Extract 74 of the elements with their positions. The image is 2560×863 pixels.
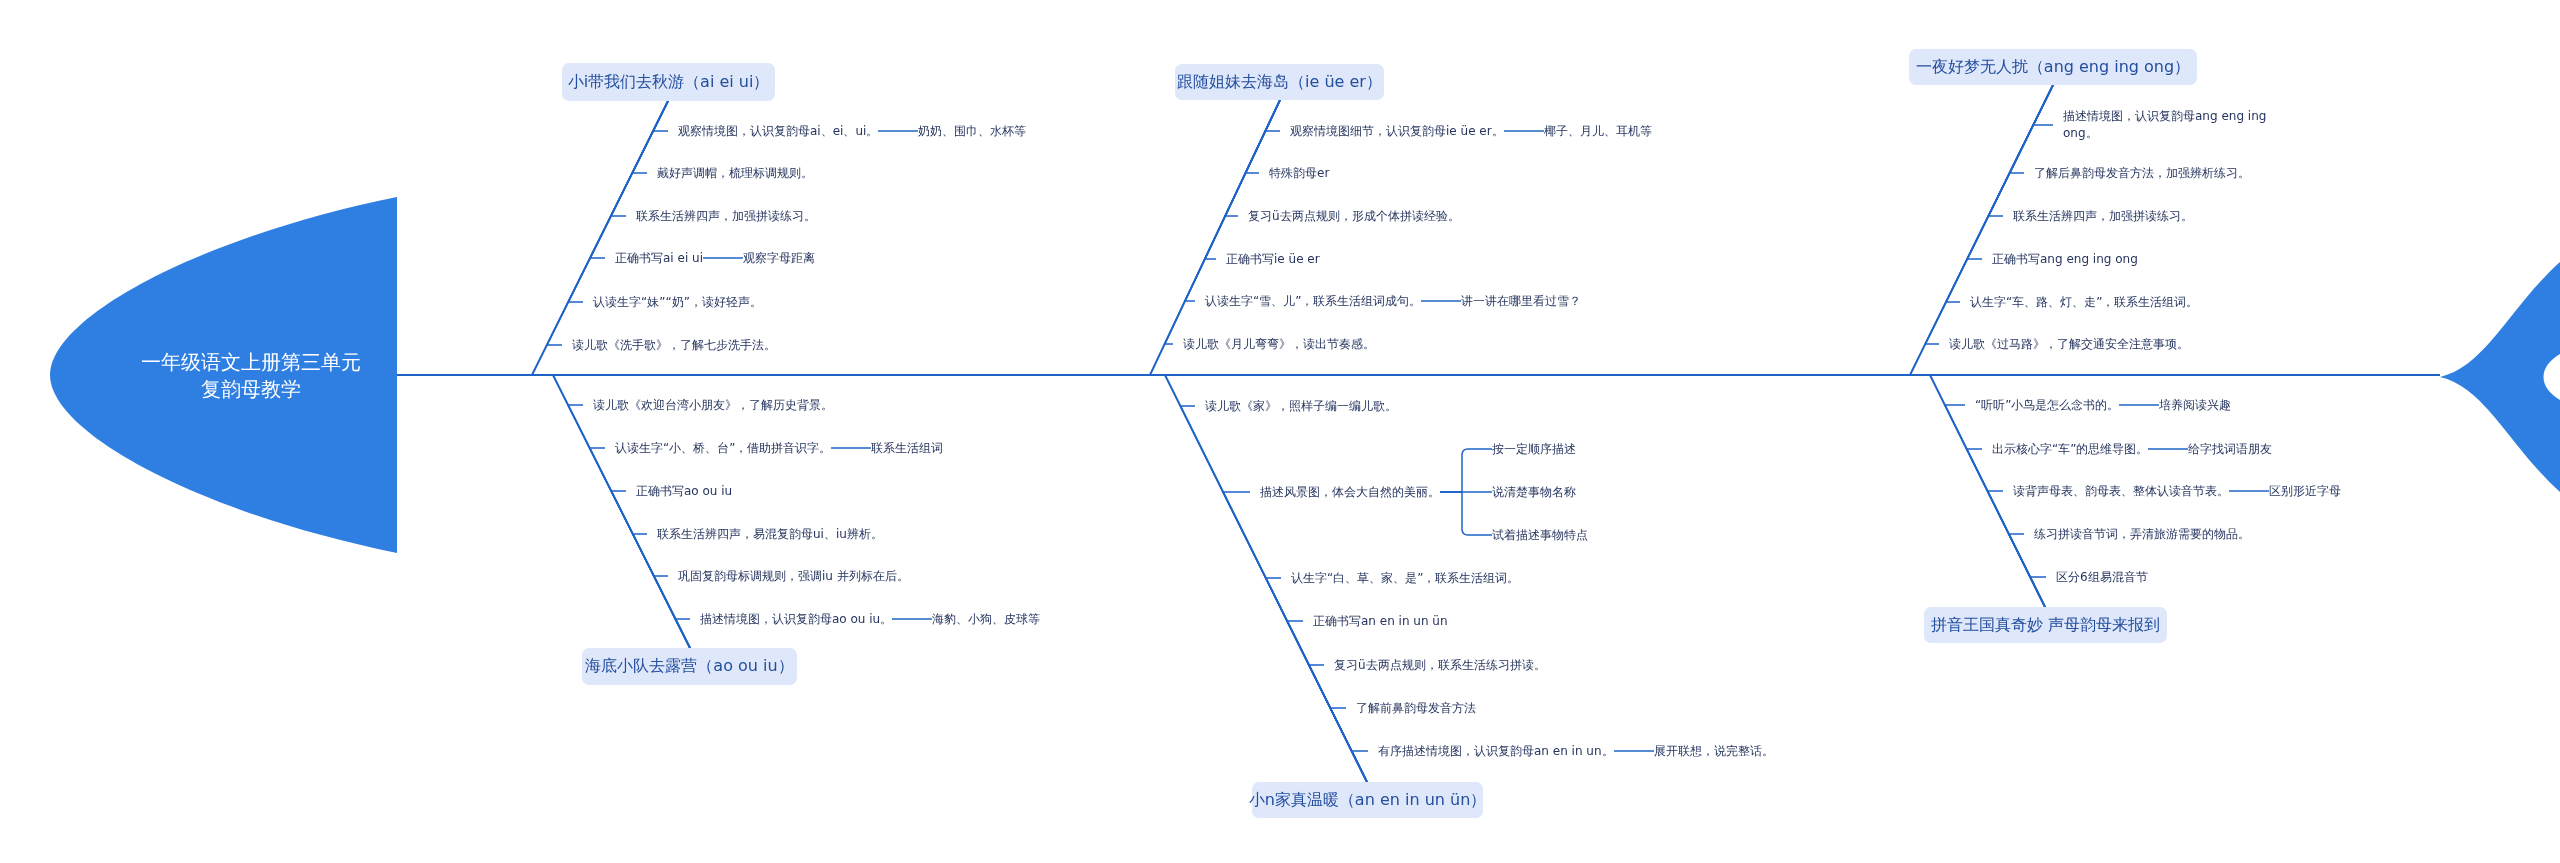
topic-text: 正确书写ang eng ing ong xyxy=(1982,250,2138,268)
topic-text: 读儿歌《洗手歌》，了解七步洗手法。 xyxy=(562,336,776,354)
topic-text: 认生字“车、路、灯、走”，联系生活组词。 xyxy=(1960,293,2199,311)
topic-text: 正确书写ai ei ui xyxy=(605,249,703,267)
topic-text: 观察情境图细节，认识复韵母ie üe er。 xyxy=(1280,122,1504,140)
topic-text: 联系生活辨四声，加强拼读练习。 xyxy=(2003,207,2193,225)
connector xyxy=(2118,404,2160,406)
connector xyxy=(1503,130,1545,132)
topic-text: 了解前鼻韵母发音方法 xyxy=(1346,699,1476,717)
topic-text: 巩固复韵母标调规则，强调iu 并列标在后。 xyxy=(668,567,909,585)
topic-text: 联系生活辨四声，加强拼读练习。 xyxy=(626,207,816,225)
topic-text: 读背声母表、韵母表、整体认读音节表。 xyxy=(2003,482,2229,500)
branch-line xyxy=(1350,750,1369,783)
detail-text: 试着描述事物特点 xyxy=(1482,526,1588,544)
topic-text: 联系生活辨四声，易混复韵母ui、iu辨析。 xyxy=(647,525,883,543)
detail-text: 椰子、月儿、耳机等 xyxy=(1534,122,1652,140)
detail-text: 奶奶、围巾、水杯等 xyxy=(908,122,1026,140)
branch-line xyxy=(545,100,669,346)
category-box: 拼音王国真奇妙 声母韵母来报到 xyxy=(1924,607,2167,643)
branch-line xyxy=(1924,84,2054,345)
fish-tail xyxy=(2440,262,2560,492)
topic-text: “听听”小鸟是怎么念书的。 xyxy=(1965,396,2120,414)
connector xyxy=(877,130,919,132)
category-box: 小i带我们去秋游（ai ei ui） xyxy=(562,63,775,101)
detail-text: 展开联想，说完整话。 xyxy=(1644,742,1774,760)
topic-text: 区分6组易混音节 xyxy=(2046,568,2148,586)
connector xyxy=(830,447,872,449)
detail-text: 观察字母距离 xyxy=(733,249,815,267)
detail-text: 海豹、小狗、皮球等 xyxy=(922,610,1040,628)
topic-text: 认读生字“妹”“奶”，读好轻声。 xyxy=(583,293,762,311)
topic-text: 正确书写an en in un ün xyxy=(1303,612,1448,630)
topic-text: 描述风景图，体会大自然的美丽。 xyxy=(1250,483,1440,501)
detail-text: 讲一讲在哪里看过雪？ xyxy=(1451,292,1581,310)
topic-text: 练习拼读音节词，弄清旅游需要的物品。 xyxy=(2024,525,2250,543)
category-box: 一夜好梦无人扰（ang eng ing ong） xyxy=(1909,49,2197,85)
detail-text: 给字找词语朋友 xyxy=(2178,440,2272,458)
detail-text: 按一定顺序描述 xyxy=(1482,440,1576,458)
topic-text: 认读生字“小、桥、台”，借助拼音识字。 xyxy=(605,439,832,457)
topic-text: 读儿歌《家》，照样子编一编儿歌。 xyxy=(1195,397,1397,415)
connector xyxy=(2228,490,2270,492)
topic-text: 出示核心字“车”的思维导图。 xyxy=(1982,440,2149,458)
category-box: 海底小队去露营（ao ou iu） xyxy=(582,648,797,685)
topic-text: 复习ü去两点规则，形成个体拼读经验。 xyxy=(1238,207,1460,225)
connector xyxy=(1420,300,1462,302)
topic-text: 了解后鼻韵母发音方法，加强辨析练习。 xyxy=(2024,164,2250,182)
topic-text: 认读生字“雪、儿”，联系生活组词成句。 xyxy=(1195,292,1422,310)
connector xyxy=(891,618,933,620)
topic-text: 描述情境图，认识复韵母ao ou iu。 xyxy=(690,610,893,628)
connector xyxy=(702,257,744,259)
fish-head xyxy=(50,197,397,553)
connector xyxy=(1613,750,1655,752)
topic-text: 戴好声调帽，梳理标调规则。 xyxy=(647,164,813,182)
topic-text: 读儿歌《过马路》，了解交通安全注意事项。 xyxy=(1939,335,2189,353)
category-box: 跟随姐妹去海岛（ie üe er） xyxy=(1175,64,1384,100)
branch-line xyxy=(674,618,691,649)
topic-text: 描述情境图，认识复韵母ang eng ing ong。 xyxy=(2053,108,2285,142)
topic-text: 观察情境图，认识复韵母ai、ei、ui。 xyxy=(668,122,879,140)
topic-text: 复习ü去两点规则，联系生活练习拼读。 xyxy=(1324,656,1546,674)
connector xyxy=(2147,448,2189,450)
detail-text: 联系生活组词 xyxy=(861,439,943,457)
topic-text: 读儿歌《欢迎台湾小朋友》，了解历史背景。 xyxy=(583,396,833,414)
bracket-line xyxy=(1439,491,1493,536)
topic-text: 有序描述情境图，认识复韵母an en in un。 xyxy=(1368,742,1614,760)
branch-line xyxy=(2028,576,2047,608)
topic-text: 读儿歌《月儿弯弯》，读出节奏感。 xyxy=(1173,335,1375,353)
topic-text: 正确书写ie üe er xyxy=(1216,250,1320,268)
title-text: 一年级语文上册第三单元复韵母教学 xyxy=(140,349,362,403)
topic-text: 认生字“白、草、家、是”，联系生活组词。 xyxy=(1281,569,1520,587)
detail-text: 说清楚事物名称 xyxy=(1482,483,1576,501)
detail-text: 培养阅读兴趣 xyxy=(2149,396,2231,414)
detail-text: 区别形近字母 xyxy=(2259,482,2341,500)
topic-text: 特殊韵母er xyxy=(1259,164,1330,182)
topic-text: 正确书写ao ou iu xyxy=(626,482,733,500)
branch-line xyxy=(1163,99,1281,345)
